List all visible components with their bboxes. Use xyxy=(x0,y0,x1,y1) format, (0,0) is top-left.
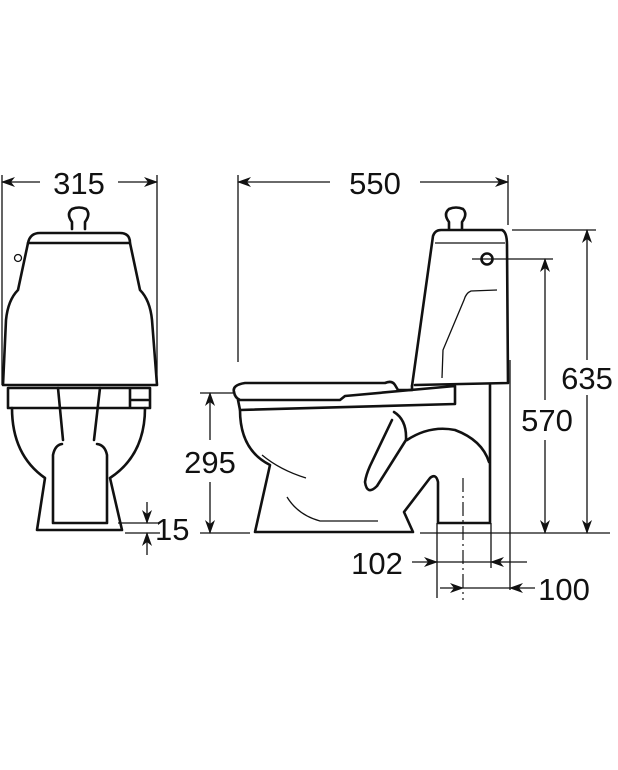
front-bowl xyxy=(10,406,147,532)
front-handle xyxy=(13,253,23,263)
bowl-inner-line-1 xyxy=(261,454,307,479)
front-pedestal xyxy=(51,386,109,525)
dim-outlet-height: 15 xyxy=(155,512,189,547)
front-knob xyxy=(67,206,90,231)
dim-outlet-to-wall: 100 xyxy=(538,572,590,607)
dim-total-height: 635 xyxy=(561,361,613,396)
bowl-slot xyxy=(363,410,408,492)
trap-arch xyxy=(405,427,491,464)
dim-seat-height: 295 xyxy=(184,445,236,480)
front-view xyxy=(1,206,159,532)
seat xyxy=(232,384,457,412)
dimension-lines xyxy=(1,175,610,600)
bowl-inner-line-2 xyxy=(286,496,378,522)
seat-lid xyxy=(232,380,414,394)
front-tank xyxy=(1,241,159,387)
tank-inner-line xyxy=(441,289,498,379)
bowl-front xyxy=(238,383,492,534)
dim-outlet-diameter: 102 xyxy=(351,546,403,581)
side-tank xyxy=(410,228,510,388)
front-lid xyxy=(26,231,132,245)
side-knob xyxy=(444,206,467,231)
dim-width: 315 xyxy=(53,166,105,201)
dim-depth: 550 xyxy=(349,166,401,201)
side-view xyxy=(232,206,510,534)
front-base-band xyxy=(6,386,152,410)
dim-inlet-height: 570 xyxy=(521,403,573,438)
